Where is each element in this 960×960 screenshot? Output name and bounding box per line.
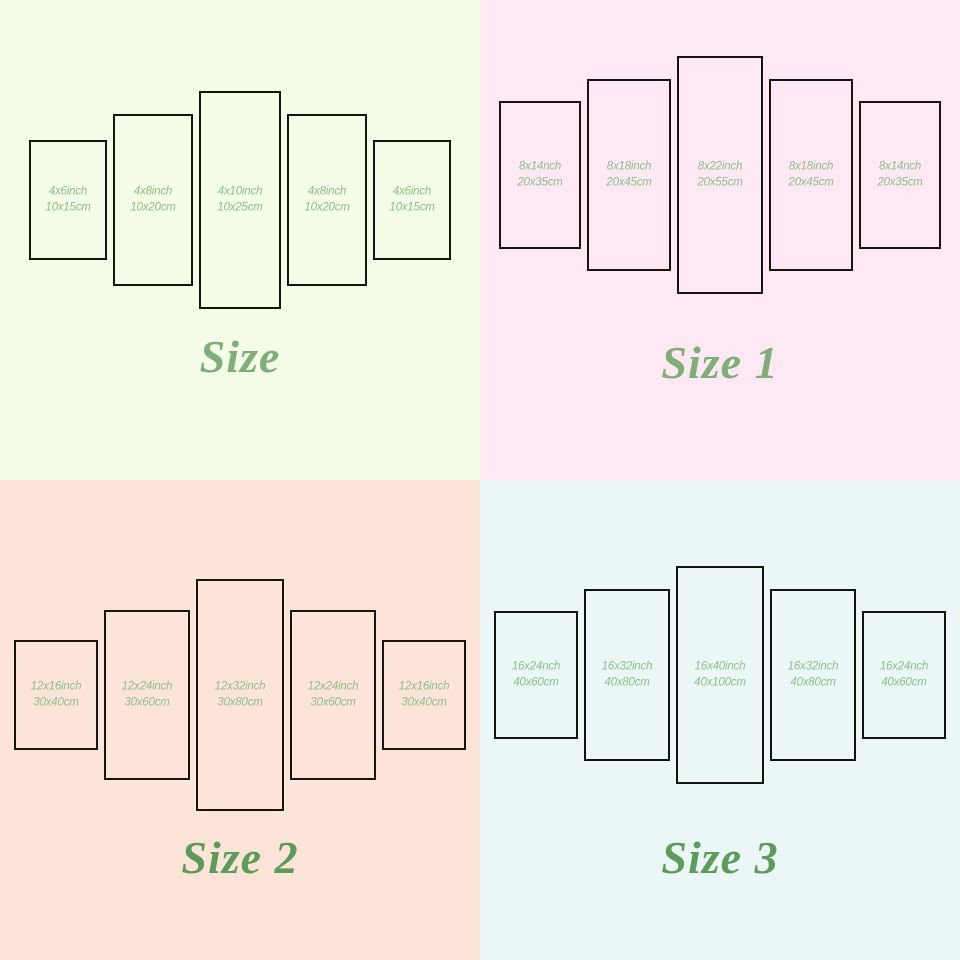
- panel-group-size-1: 8x14nch 20x35cm 8x18inch 20x45cm 8x22inch 20x…: [480, 25, 960, 325]
- panel-size-label: 8x14nch 20x35cm: [877, 160, 922, 191]
- canvas-panel[interactable]: 4x8inch 10x20cm: [287, 114, 367, 286]
- panel-size-inch: 4x6inch: [392, 185, 432, 198]
- canvas-panel[interactable]: 16x32inch 40x80cm: [770, 589, 856, 761]
- panel-size-inch: 16x40inch: [694, 660, 746, 673]
- panel-size-cm: 30x40cm: [33, 696, 79, 708]
- panel-size-cm: 20x45cm: [788, 176, 834, 188]
- panel-size-inch: 16x32inch: [787, 660, 839, 673]
- panel-size-cm: 30x80cm: [217, 696, 263, 708]
- panel-size-inch: 16x32inch: [601, 660, 653, 673]
- panel-size-label: 12x24inch 30x60cm: [122, 680, 173, 711]
- panel-size-inch: 12x24inch: [307, 680, 359, 693]
- canvas-panel[interactable]: 8x14nch 20x35cm: [859, 101, 941, 249]
- panel-size-inch: 8x22inch: [697, 160, 743, 173]
- panel-size-cm: 20x35cm: [517, 176, 563, 188]
- panel-size-label: 8x22inch 20x55cm: [697, 160, 742, 191]
- panel-size-inch: 8x14nch: [878, 160, 922, 173]
- panel-size-label: 4x8inch 10x20cm: [130, 185, 175, 216]
- quadrant-size-2: 12x16inch 30x40cm 12x24inch 30x60cm 12x32inc…: [0, 480, 480, 960]
- panel-group-size-2: 12x16inch 30x40cm 12x24inch 30x60cm 12x32inc…: [0, 545, 480, 845]
- panel-size-cm: 40x60cm: [513, 676, 559, 688]
- panel-size-label: 12x16inch 30x40cm: [399, 680, 450, 711]
- panel-size-label: 16x24nch 40x60cm: [512, 660, 560, 691]
- canvas-panel[interactable]: 12x24inch 30x60cm: [290, 610, 376, 780]
- panel-size-label: 4x6inch 10x15cm: [45, 185, 90, 216]
- quadrant-title-size: Size: [199, 331, 281, 382]
- panel-size-label: 8x18inch 20x45cm: [788, 160, 833, 191]
- panel-size-label: 12x16inch 30x40cm: [31, 680, 82, 711]
- canvas-panel[interactable]: 4x6inch 10x15cm: [29, 140, 107, 260]
- canvas-panel[interactable]: 8x18inch 20x45cm: [587, 79, 671, 271]
- canvas-panel[interactable]: 12x16inch 30x40cm: [14, 640, 98, 750]
- panel-size-inch: 12x32inch: [214, 680, 266, 693]
- panel-size-cm: 40x100cm: [694, 676, 746, 688]
- quadrant-size: 4x6inch 10x15cm 4x8inch 10x20cm 4x10inch 10x2…: [0, 0, 480, 480]
- panel-size-cm: 40x60cm: [881, 676, 927, 688]
- panel-size-cm: 40x80cm: [604, 676, 650, 688]
- panel-size-label: 8x18inch 20x45cm: [606, 160, 651, 191]
- quadrant-size-1: 8x14nch 20x35cm 8x18inch 20x45cm 8x22inch 20x…: [480, 0, 960, 480]
- canvas-panel[interactable]: 4x10inch 10x25cm: [199, 91, 281, 309]
- quadrant-title-size-3: Size 3: [661, 832, 779, 883]
- canvas-panel[interactable]: 8x22inch 20x55cm: [677, 56, 763, 294]
- panel-size-cm: 10x20cm: [130, 201, 176, 213]
- panel-size-cm: 10x15cm: [45, 201, 91, 213]
- quadrant-title-size-2: Size 2: [181, 832, 299, 883]
- panel-size-label: 12x32inch 30x80cm: [215, 680, 266, 711]
- panel-group-size-3: 16x24nch 40x60cm 16x32inch 40x80cm 16x40inch…: [480, 525, 960, 825]
- panel-size-cm: 30x60cm: [310, 696, 356, 708]
- canvas-panel[interactable]: 12x32inch 30x80cm: [196, 579, 284, 811]
- quadrant-title-size-1: Size 1: [661, 337, 779, 388]
- panel-size-inch: 4x8inch: [133, 185, 173, 198]
- canvas-panel[interactable]: 4x6inch 10x15cm: [373, 140, 451, 260]
- panel-size-label: 16x24nch 40x60cm: [880, 660, 928, 691]
- panel-group-size: 4x6inch 10x15cm 4x8inch 10x20cm 4x10inch 10x2…: [0, 50, 480, 350]
- canvas-panel[interactable]: 16x24nch 40x60cm: [862, 611, 946, 739]
- panel-size-inch: 8x18inch: [606, 160, 652, 173]
- panel-size-label: 16x32inch 40x80cm: [602, 660, 653, 691]
- quadrant-size-3: 16x24nch 40x60cm 16x32inch 40x80cm 16x40inch…: [480, 480, 960, 960]
- panel-size-inch: 12x24inch: [121, 680, 173, 693]
- panel-size-cm: 30x40cm: [401, 696, 447, 708]
- canvas-panel[interactable]: 12x24inch 30x60cm: [104, 610, 190, 780]
- canvas-panel[interactable]: 8x18inch 20x45cm: [769, 79, 853, 271]
- panel-size-cm: 20x35cm: [877, 176, 923, 188]
- panel-size-cm: 10x20cm: [304, 201, 350, 213]
- canvas-panel[interactable]: 16x32inch 40x80cm: [584, 589, 670, 761]
- panel-size-inch: 12x16inch: [30, 680, 82, 693]
- panel-size-inch: 8x14nch: [518, 160, 562, 173]
- panel-size-label: 16x40inch 40x100cm: [694, 660, 746, 691]
- panel-size-cm: 30x60cm: [124, 696, 170, 708]
- panel-size-label: 16x32inch 40x80cm: [788, 660, 839, 691]
- panel-size-cm: 10x25cm: [217, 201, 263, 213]
- panel-size-label: 8x14nch 20x35cm: [517, 160, 562, 191]
- panel-size-label: 4x10inch 10x25cm: [217, 185, 262, 216]
- panel-size-inch: 16x24nch: [879, 660, 929, 673]
- panel-size-inch: 16x24nch: [511, 660, 561, 673]
- canvas-panel[interactable]: 8x14nch 20x35cm: [499, 101, 581, 249]
- panel-size-label: 12x24inch 30x60cm: [308, 680, 359, 711]
- panel-size-inch: 12x16inch: [398, 680, 450, 693]
- canvas-panel[interactable]: 4x8inch 10x20cm: [113, 114, 193, 286]
- panel-size-cm: 10x15cm: [389, 201, 435, 213]
- panel-size-label: 4x8inch 10x20cm: [304, 185, 349, 216]
- panel-size-inch: 8x18inch: [788, 160, 834, 173]
- canvas-panel[interactable]: 12x16inch 30x40cm: [382, 640, 466, 750]
- canvas-panel[interactable]: 16x40inch 40x100cm: [676, 566, 764, 784]
- panel-size-inch: 4x6inch: [48, 185, 88, 198]
- panel-size-label: 4x6inch 10x15cm: [389, 185, 434, 216]
- panel-size-cm: 20x45cm: [606, 176, 652, 188]
- canvas-panel[interactable]: 16x24nch 40x60cm: [494, 611, 578, 739]
- panel-size-cm: 20x55cm: [697, 176, 743, 188]
- panel-size-inch: 4x10inch: [217, 185, 263, 198]
- panel-size-inch: 4x8inch: [307, 185, 347, 198]
- panel-size-cm: 40x80cm: [790, 676, 836, 688]
